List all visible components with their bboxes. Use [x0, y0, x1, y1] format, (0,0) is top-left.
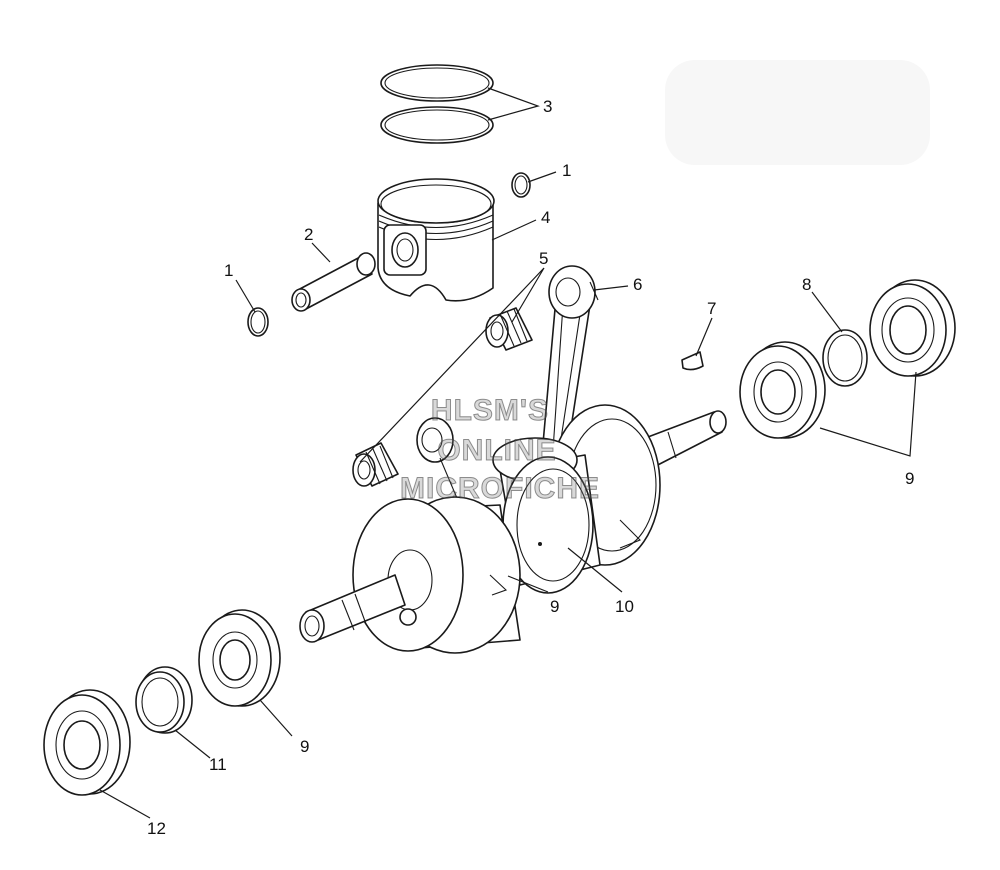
ball-bearing-left [198, 609, 281, 707]
circlip-left [247, 307, 269, 337]
circlip-right [511, 172, 531, 198]
callout-12: 12 [147, 819, 166, 838]
spacer-ring-left [135, 666, 193, 734]
background-smudge [665, 60, 930, 165]
spacer-ring-right [822, 329, 868, 387]
watermark-line-1: HLSM'S [431, 394, 549, 427]
callout-7: 7 [707, 299, 716, 318]
woodruff-key [681, 351, 704, 371]
crank-pin [492, 437, 601, 594]
callout-10: 10 [615, 597, 634, 616]
callout-9-left: 9 [300, 737, 309, 756]
leader-lines [99, 87, 917, 819]
connecting-rod-lower [416, 417, 463, 511]
callout-3: 3 [543, 97, 552, 116]
callout-9-right: 9 [905, 469, 914, 488]
connecting-rod [541, 265, 599, 461]
piston-ring-lower [380, 106, 494, 144]
piston [377, 178, 495, 302]
callout-6: 6 [633, 275, 642, 294]
callout-1-right: 1 [562, 161, 571, 180]
watermark: HLSM'S ONLINE MICROFICHE [400, 394, 600, 506]
needle-bearing-upper [485, 307, 533, 351]
callout-4: 4 [541, 208, 550, 227]
callout-9-center: 9 [550, 597, 559, 616]
callout-2: 2 [304, 225, 313, 244]
watermark-line-3: MICROFICHE [400, 472, 600, 505]
callout-11: 11 [209, 755, 227, 774]
oil-seal-right [869, 279, 956, 377]
ball-bearing-right [739, 341, 826, 439]
piston-pin [291, 252, 376, 312]
callout-8: 8 [802, 275, 811, 294]
needle-bearing-lower [352, 442, 399, 487]
piston-ring-upper [380, 64, 494, 102]
watermark-line-2: ONLINE [437, 434, 556, 467]
callout-1-left: 1 [224, 261, 233, 280]
crankshaft-left-web [352, 496, 521, 654]
oil-seal-left [43, 689, 131, 796]
crankshaft-right-shaft [639, 410, 727, 471]
callout-5: 5 [539, 249, 548, 268]
crankshaft-left-shaft [299, 574, 406, 643]
callout-labels: 3 1 4 2 1 5 6 7 8 9 9 10 9 11 12 [147, 97, 914, 838]
